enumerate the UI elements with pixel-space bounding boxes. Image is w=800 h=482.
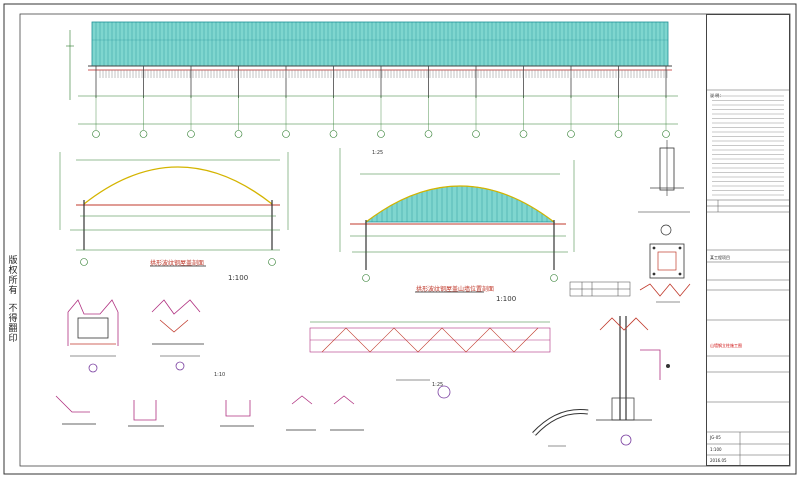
arch-section-scale: 1:100 bbox=[228, 274, 249, 282]
drawing-title: 山墙钢立柱施工图 bbox=[710, 343, 742, 348]
detail-2 bbox=[151, 299, 204, 345]
project-name: 某工程项目 bbox=[710, 255, 730, 260]
arch-gable-section bbox=[339, 148, 575, 293]
callout-5 bbox=[437, 385, 451, 399]
base-plate bbox=[649, 243, 685, 279]
arch-gable-scale: 1:100 bbox=[496, 295, 517, 303]
detail-scale-small: 1:10 bbox=[214, 372, 226, 378]
arch-curve bbox=[83, 166, 273, 205]
notes-header: 说 明： bbox=[710, 93, 724, 98]
title-block: 说 明： 某工程项目 山墙钢立柱施工图 JG-05 1:100 2016.05 bbox=[706, 14, 790, 466]
side-char: 不 bbox=[8, 304, 18, 314]
inner-frame bbox=[19, 13, 791, 467]
arch-section-title: 拱形波纹钢屋盖剖面 bbox=[150, 260, 205, 267]
material-table bbox=[569, 281, 631, 297]
side-char: 翻 bbox=[8, 324, 18, 334]
arch-gable-title: 拱形波纹钢屋盖山墙位置剖面 bbox=[416, 286, 495, 293]
grid-truss bbox=[309, 321, 551, 353]
grid-section-scale: 1:25 bbox=[432, 382, 444, 388]
side-char: 权 bbox=[8, 266, 18, 276]
side-char: 印 bbox=[8, 334, 18, 344]
small-details bbox=[55, 395, 364, 431]
callout-3 bbox=[620, 434, 632, 446]
drawing-number: JG-05 bbox=[710, 435, 721, 440]
drawing-scale: 1:100 bbox=[710, 447, 722, 452]
copyright-vertical-text: 版 权 所 有 不 得 翻 印 bbox=[8, 256, 18, 344]
side-char: 得 bbox=[8, 314, 18, 324]
side-char: 所 bbox=[8, 276, 18, 286]
arch-section bbox=[59, 152, 289, 267]
side-char: 有 bbox=[8, 286, 18, 296]
gable-scale-top: 1:25 bbox=[372, 150, 384, 156]
side-char: 版 bbox=[8, 256, 18, 266]
drawing-date: 2016.05 bbox=[710, 458, 727, 463]
column-detail bbox=[638, 140, 691, 303]
gable-column-detail bbox=[596, 316, 661, 421]
roof-elevation bbox=[66, 21, 678, 138]
curved-plate bbox=[532, 408, 589, 447]
detail-1 bbox=[67, 299, 119, 346]
